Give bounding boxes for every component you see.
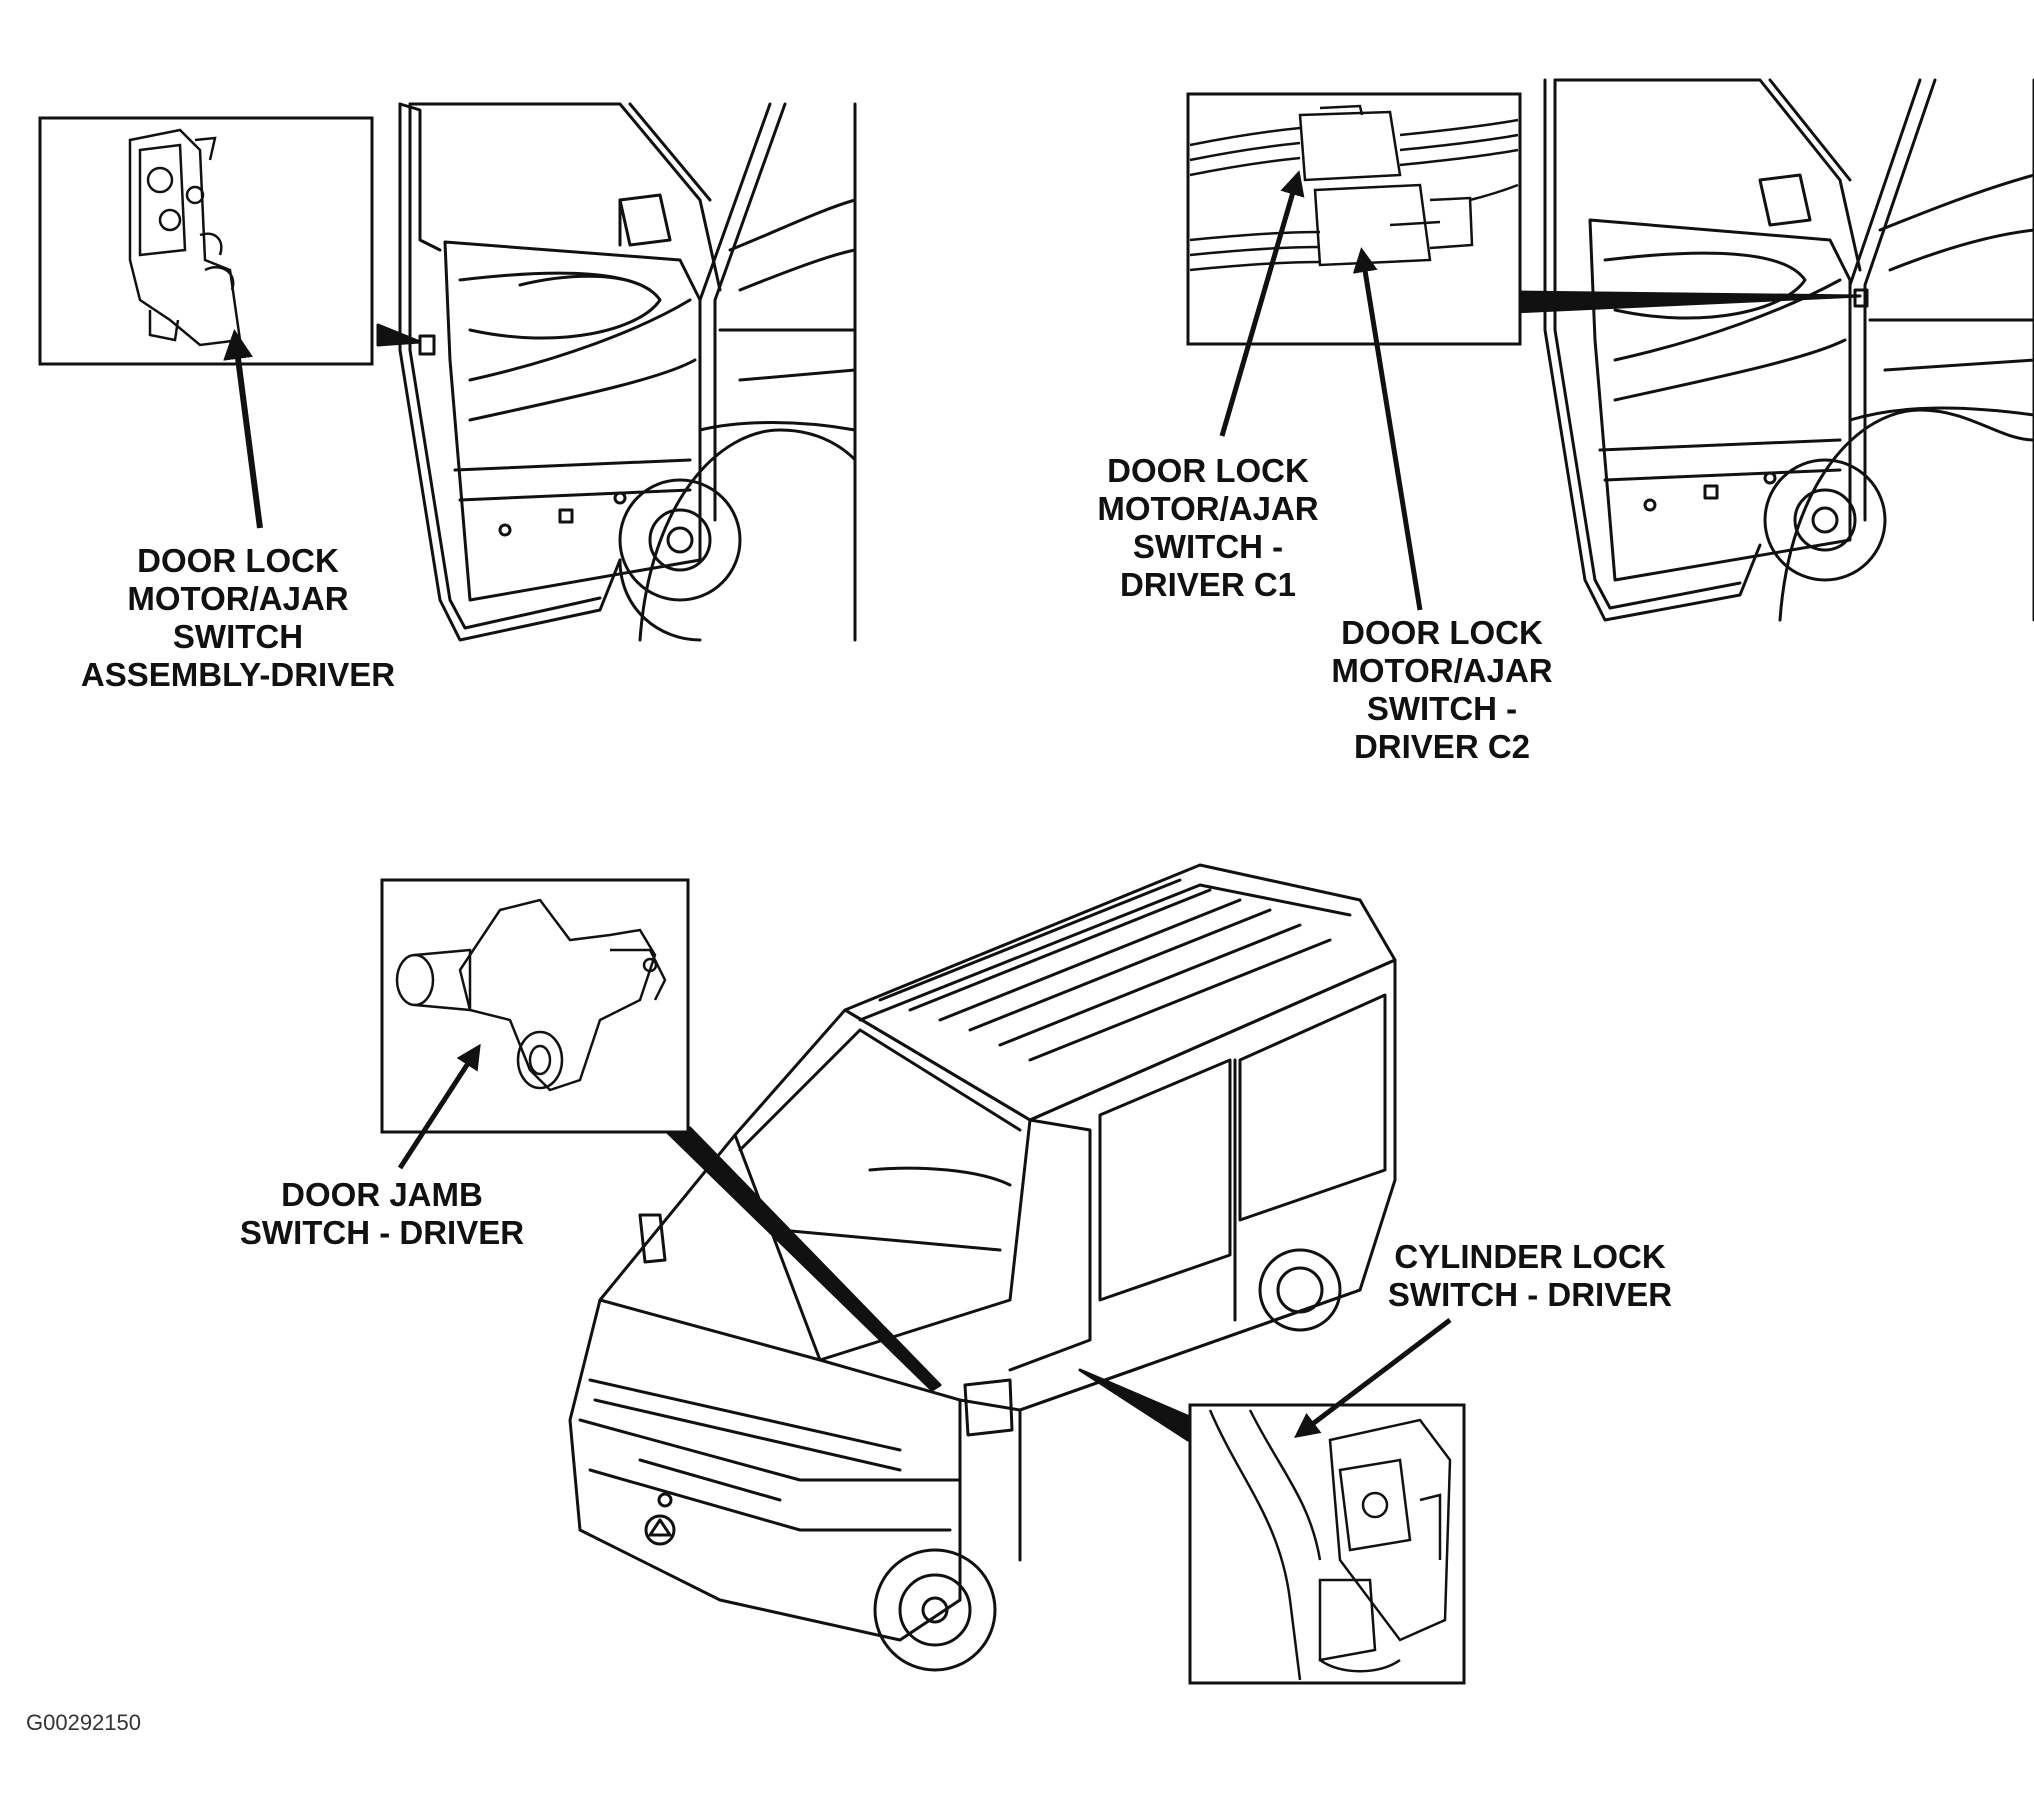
van-illustration: [568, 863, 1397, 1672]
label-line: SWITCH -: [1366, 690, 1518, 727]
inset-connectors-c1-c2: [1186, 92, 1522, 611]
label-line: DRIVER C1: [1119, 566, 1297, 603]
label-line: DOOR LOCK: [1107, 452, 1309, 489]
driver-door-illustration-right: [1510, 78, 2034, 622]
driver-door-illustration-left: [376, 102, 857, 642]
inset-cylinder-lock-switch: [1188, 1318, 1466, 1685]
label-line: SWITCH - DRIVER: [1387, 1276, 1673, 1313]
inset-door-lock-motor-assembly: [38, 116, 374, 529]
label-line: CYLINDER LOCK: [1394, 1238, 1666, 1275]
label-door-jamb-switch: DOOR JAMB SWITCH - DRIVER: [240, 1176, 524, 1252]
label-cylinder-lock-switch: CYLINDER LOCK SWITCH - DRIVER: [1388, 1238, 1672, 1314]
label-line: SWITCH -: [1132, 528, 1284, 565]
label-line: DOOR LOCK: [1341, 614, 1543, 651]
label-door-lock-motor-c1: DOOR LOCK MOTOR/AJAR SWITCH - DRIVER C1: [1097, 452, 1318, 604]
label-line: SWITCH: [172, 618, 304, 655]
label-line: DRIVER C2: [1353, 728, 1531, 765]
label-door-lock-motor-c2: DOOR LOCK MOTOR/AJAR SWITCH - DRIVER C2: [1331, 614, 1552, 766]
label-line: ASSEMBLY-DRIVER: [80, 656, 396, 693]
figure-id: G00292150: [26, 1710, 141, 1735]
label-line: SWITCH - DRIVER: [239, 1214, 525, 1251]
label-door-lock-motor-assembly: DOOR LOCK MOTOR/AJAR SWITCH ASSEMBLY-DRI…: [81, 542, 395, 694]
label-line: DOOR LOCK: [137, 542, 339, 579]
inset-door-jamb-switch: [380, 878, 690, 1170]
label-line: MOTOR/AJAR: [1097, 490, 1319, 527]
label-line: MOTOR/AJAR: [127, 580, 349, 617]
label-line: MOTOR/AJAR: [1331, 652, 1553, 689]
label-line: DOOR JAMB: [281, 1176, 483, 1213]
